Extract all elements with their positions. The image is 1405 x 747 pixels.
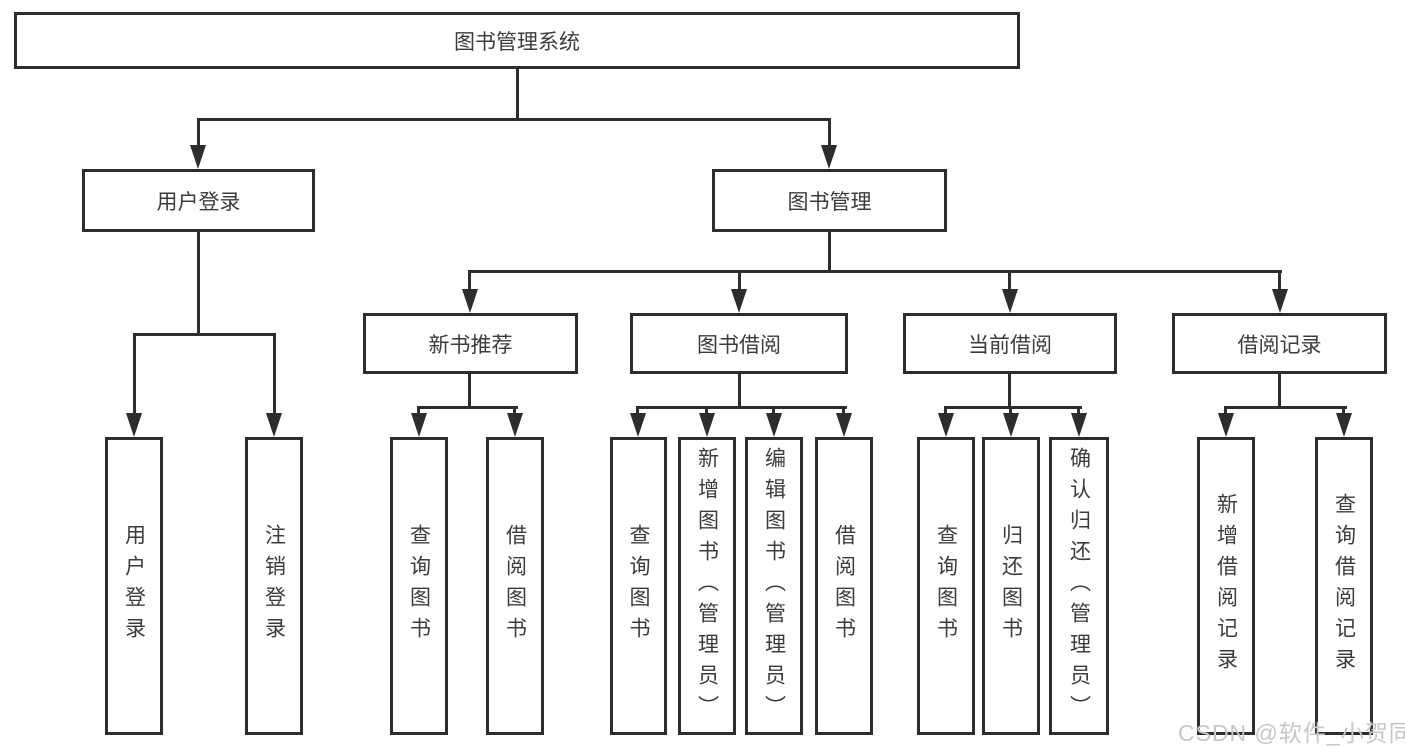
arrowhead-g2-leaf1 (411, 413, 427, 437)
node-leaf-borrow-books-label: 借阅图书 (832, 524, 856, 648)
node-leaf-edit-books-admin: 编辑图书（管理员） (745, 437, 803, 735)
node-user-login-label: 用户登录 (156, 190, 241, 214)
arrowhead-g3-leaf1 (630, 413, 646, 437)
connector-g2-leaf2-drop (513, 406, 516, 418)
node-root-library-system: 图书管理系统 (14, 12, 1020, 69)
node-book-management: 图书管理 (712, 169, 947, 232)
connector-g2-leaf1-drop (417, 406, 420, 418)
node-borrow-records-label: 借阅记录 (1237, 333, 1322, 357)
node-leaf-query-books-current: 查询图书 (917, 437, 975, 735)
arrowhead-g4-leaf1 (938, 413, 954, 437)
node-current-borrow: 当前借阅 (903, 313, 1117, 374)
node-leaf-return-books: 归还图书 (982, 437, 1040, 735)
connector-g3-leaf1-drop (636, 406, 639, 418)
connector-book-borrow-rail (636, 406, 847, 409)
node-book-borrow: 图书借阅 (630, 313, 848, 374)
arrowhead-g4-leaf3 (1071, 413, 1087, 437)
node-leaf-add-borrow-record: 新增借阅记录 (1197, 437, 1255, 735)
node-leaf-query-books-current-label: 查询图书 (934, 524, 958, 648)
node-book-borrow-label: 图书借阅 (697, 333, 781, 357)
arrowhead-book-mgmt (821, 145, 837, 169)
node-borrow-records: 借阅记录 (1172, 313, 1387, 374)
arrowhead-leaf-logout (266, 413, 282, 437)
node-leaf-confirm-return-admin-label: 确认归还（管理员） (1067, 446, 1091, 726)
node-leaf-return-books-label: 归还图书 (999, 524, 1023, 648)
connector-book-borrow-drop (738, 270, 741, 292)
connector-borrow-records-stem (1278, 374, 1281, 409)
arrowhead-user-login (190, 145, 206, 169)
connector-g3-leaf4-drop (842, 406, 845, 418)
connector-book-borrow-stem (738, 374, 741, 409)
connector-current-borrow-stem (1008, 374, 1011, 409)
node-leaf-user-login: 用户登录 (105, 437, 163, 735)
connector-current-borrow-drop (1008, 270, 1011, 292)
connector-level2-rail (197, 118, 831, 121)
connector-g5-leaf2-drop (1342, 406, 1345, 418)
node-leaf-user-login-label: 用户登录 (122, 524, 146, 648)
node-leaf-add-books-admin: 新增图书（管理员） (678, 437, 736, 735)
node-leaf-query-borrow-record: 查询借阅记录 (1315, 437, 1373, 735)
arrowhead-current-borrow (1002, 289, 1018, 313)
connector-g4-leaf3-drop (1077, 406, 1080, 418)
connector-book-mgmt-drop (828, 118, 831, 148)
arrowhead-g3-leaf4 (836, 413, 852, 437)
node-book-management-label: 图书管理 (787, 190, 872, 214)
connector-level3-rail (468, 270, 1282, 273)
node-current-borrow-label: 当前借阅 (968, 333, 1052, 357)
node-leaf-borrow-books-recommend: 借阅图书 (486, 437, 544, 735)
connector-new-book-rail (417, 406, 518, 409)
arrowhead-book-borrow (731, 289, 747, 313)
node-leaf-add-books-admin-label: 新增图书（管理员） (695, 446, 719, 726)
arrowhead-g2-leaf2 (507, 413, 523, 437)
arrowhead-new-book (462, 289, 478, 313)
node-root-label: 图书管理系统 (454, 30, 580, 54)
connector-borrow-record-drop (1278, 270, 1281, 292)
node-leaf-borrow-books-recommend-label: 借阅图书 (503, 524, 527, 648)
connector-borrow-records-rail (1224, 406, 1347, 409)
connector-g3-leaf2-drop (705, 406, 708, 418)
arrowhead-leaf-login (126, 413, 142, 437)
node-leaf-confirm-return-admin: 确认归还（管理员） (1049, 437, 1109, 735)
connector-g5-leaf1-drop (1224, 406, 1227, 418)
node-leaf-add-borrow-record-label: 新增借阅记录 (1214, 493, 1238, 679)
arrowhead-g5-leaf2 (1336, 413, 1352, 437)
connector-new-book-drop (468, 270, 471, 292)
arrowhead-g3-leaf3 (766, 413, 782, 437)
node-leaf-edit-books-admin-label: 编辑图书（管理员） (762, 446, 786, 726)
csdn-watermark: CSDN @软件_小贺同学 (1178, 720, 1405, 746)
connector-root-stem (516, 68, 519, 121)
connector-user-login-rail (133, 333, 276, 336)
node-new-book-recommend-label: 新书推荐 (428, 333, 513, 357)
connector-g4-leaf2-drop (1009, 406, 1012, 418)
node-leaf-query-borrow-record-label: 查询借阅记录 (1332, 493, 1356, 679)
arrowhead-g5-leaf1 (1218, 413, 1234, 437)
node-new-book-recommend: 新书推荐 (363, 313, 578, 374)
connector-current-borrow-rail (944, 406, 1082, 409)
connector-g4-leaf1-drop (944, 406, 947, 418)
connector-user-login-stem (197, 232, 200, 336)
node-leaf-query-books-borrow-label: 查询图书 (627, 524, 650, 648)
connector-leaf-login-drop (133, 333, 136, 415)
arrowhead-borrow-record (1272, 289, 1288, 313)
node-user-login: 用户登录 (82, 169, 315, 232)
node-leaf-logout-label: 注销登录 (262, 524, 286, 648)
connector-g3-leaf3-drop (772, 406, 775, 418)
arrowhead-g3-leaf2 (699, 413, 715, 437)
arrowhead-g4-leaf2 (1003, 413, 1019, 437)
node-leaf-borrow-books: 借阅图书 (815, 437, 873, 735)
connector-user-login-drop (197, 118, 200, 148)
node-leaf-query-books-recommend: 查询图书 (390, 437, 448, 735)
node-leaf-query-books-borrow: 查询图书 (610, 437, 667, 735)
connector-book-mgmt-stem (828, 232, 831, 273)
connector-new-book-stem (468, 374, 471, 409)
node-leaf-query-books-recommend-label: 查询图书 (407, 524, 431, 648)
connector-leaf-logout-drop (273, 333, 276, 415)
node-leaf-logout: 注销登录 (245, 437, 303, 735)
